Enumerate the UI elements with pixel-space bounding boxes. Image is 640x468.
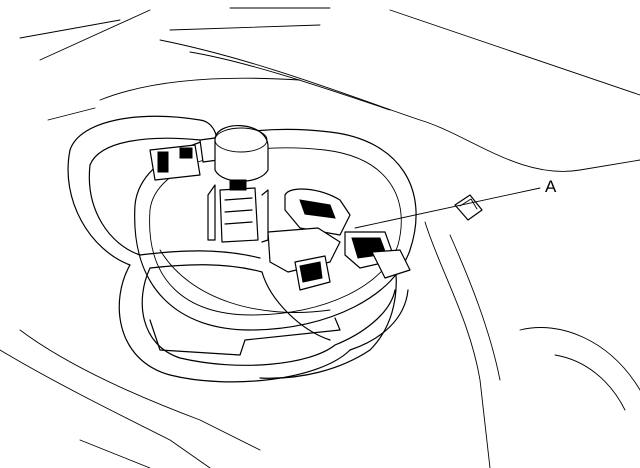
hose-connector [149, 137, 219, 181]
filter-cap [214, 125, 269, 182]
fitting-assembly [207, 179, 269, 243]
callout-a-label: A [545, 177, 557, 196]
callout-a: A [354, 177, 557, 229]
fuel-hose [67, 115, 409, 383]
floor-panel-lines [0, 7, 640, 468]
fuel-pump-connector [267, 188, 411, 291]
clip-part [454, 194, 483, 221]
